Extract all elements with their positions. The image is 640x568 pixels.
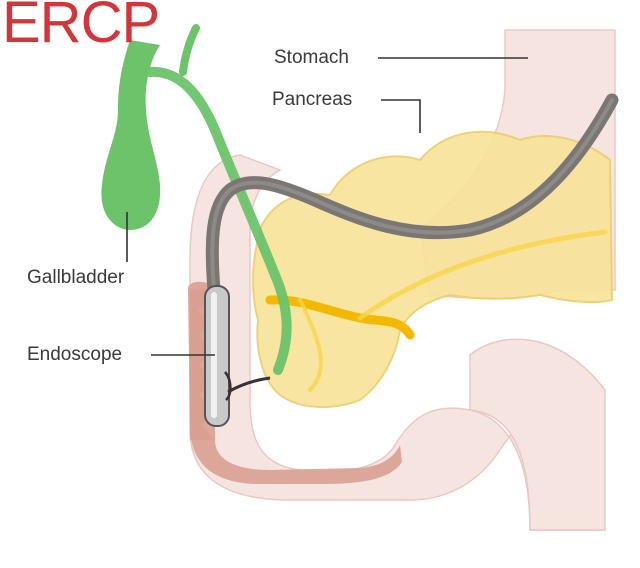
- pancreas-leader: [381, 99, 421, 133]
- duodenum-descending: [469, 338, 606, 531]
- pancreatic-duct-branch-2: [298, 298, 323, 392]
- endoscope-label: Endoscope: [27, 344, 123, 365]
- pancreatic-duct-branch: [357, 229, 608, 321]
- endoscope-tube-highlight: [210, 98, 614, 292]
- pancreas-label: Pancreas: [272, 89, 353, 110]
- catheter-hook: [223, 371, 232, 401]
- diagram-title: ERCP: [2, 0, 160, 55]
- gallbladder-shape: [101, 40, 161, 230]
- hepatic-duct: [179, 24, 200, 76]
- duodenum-mucosa-left: [190, 288, 215, 440]
- stomach-label: Stomach: [274, 47, 349, 68]
- gallbladder-label: Gallbladder: [27, 267, 125, 288]
- bile-duct: [145, 66, 292, 375]
